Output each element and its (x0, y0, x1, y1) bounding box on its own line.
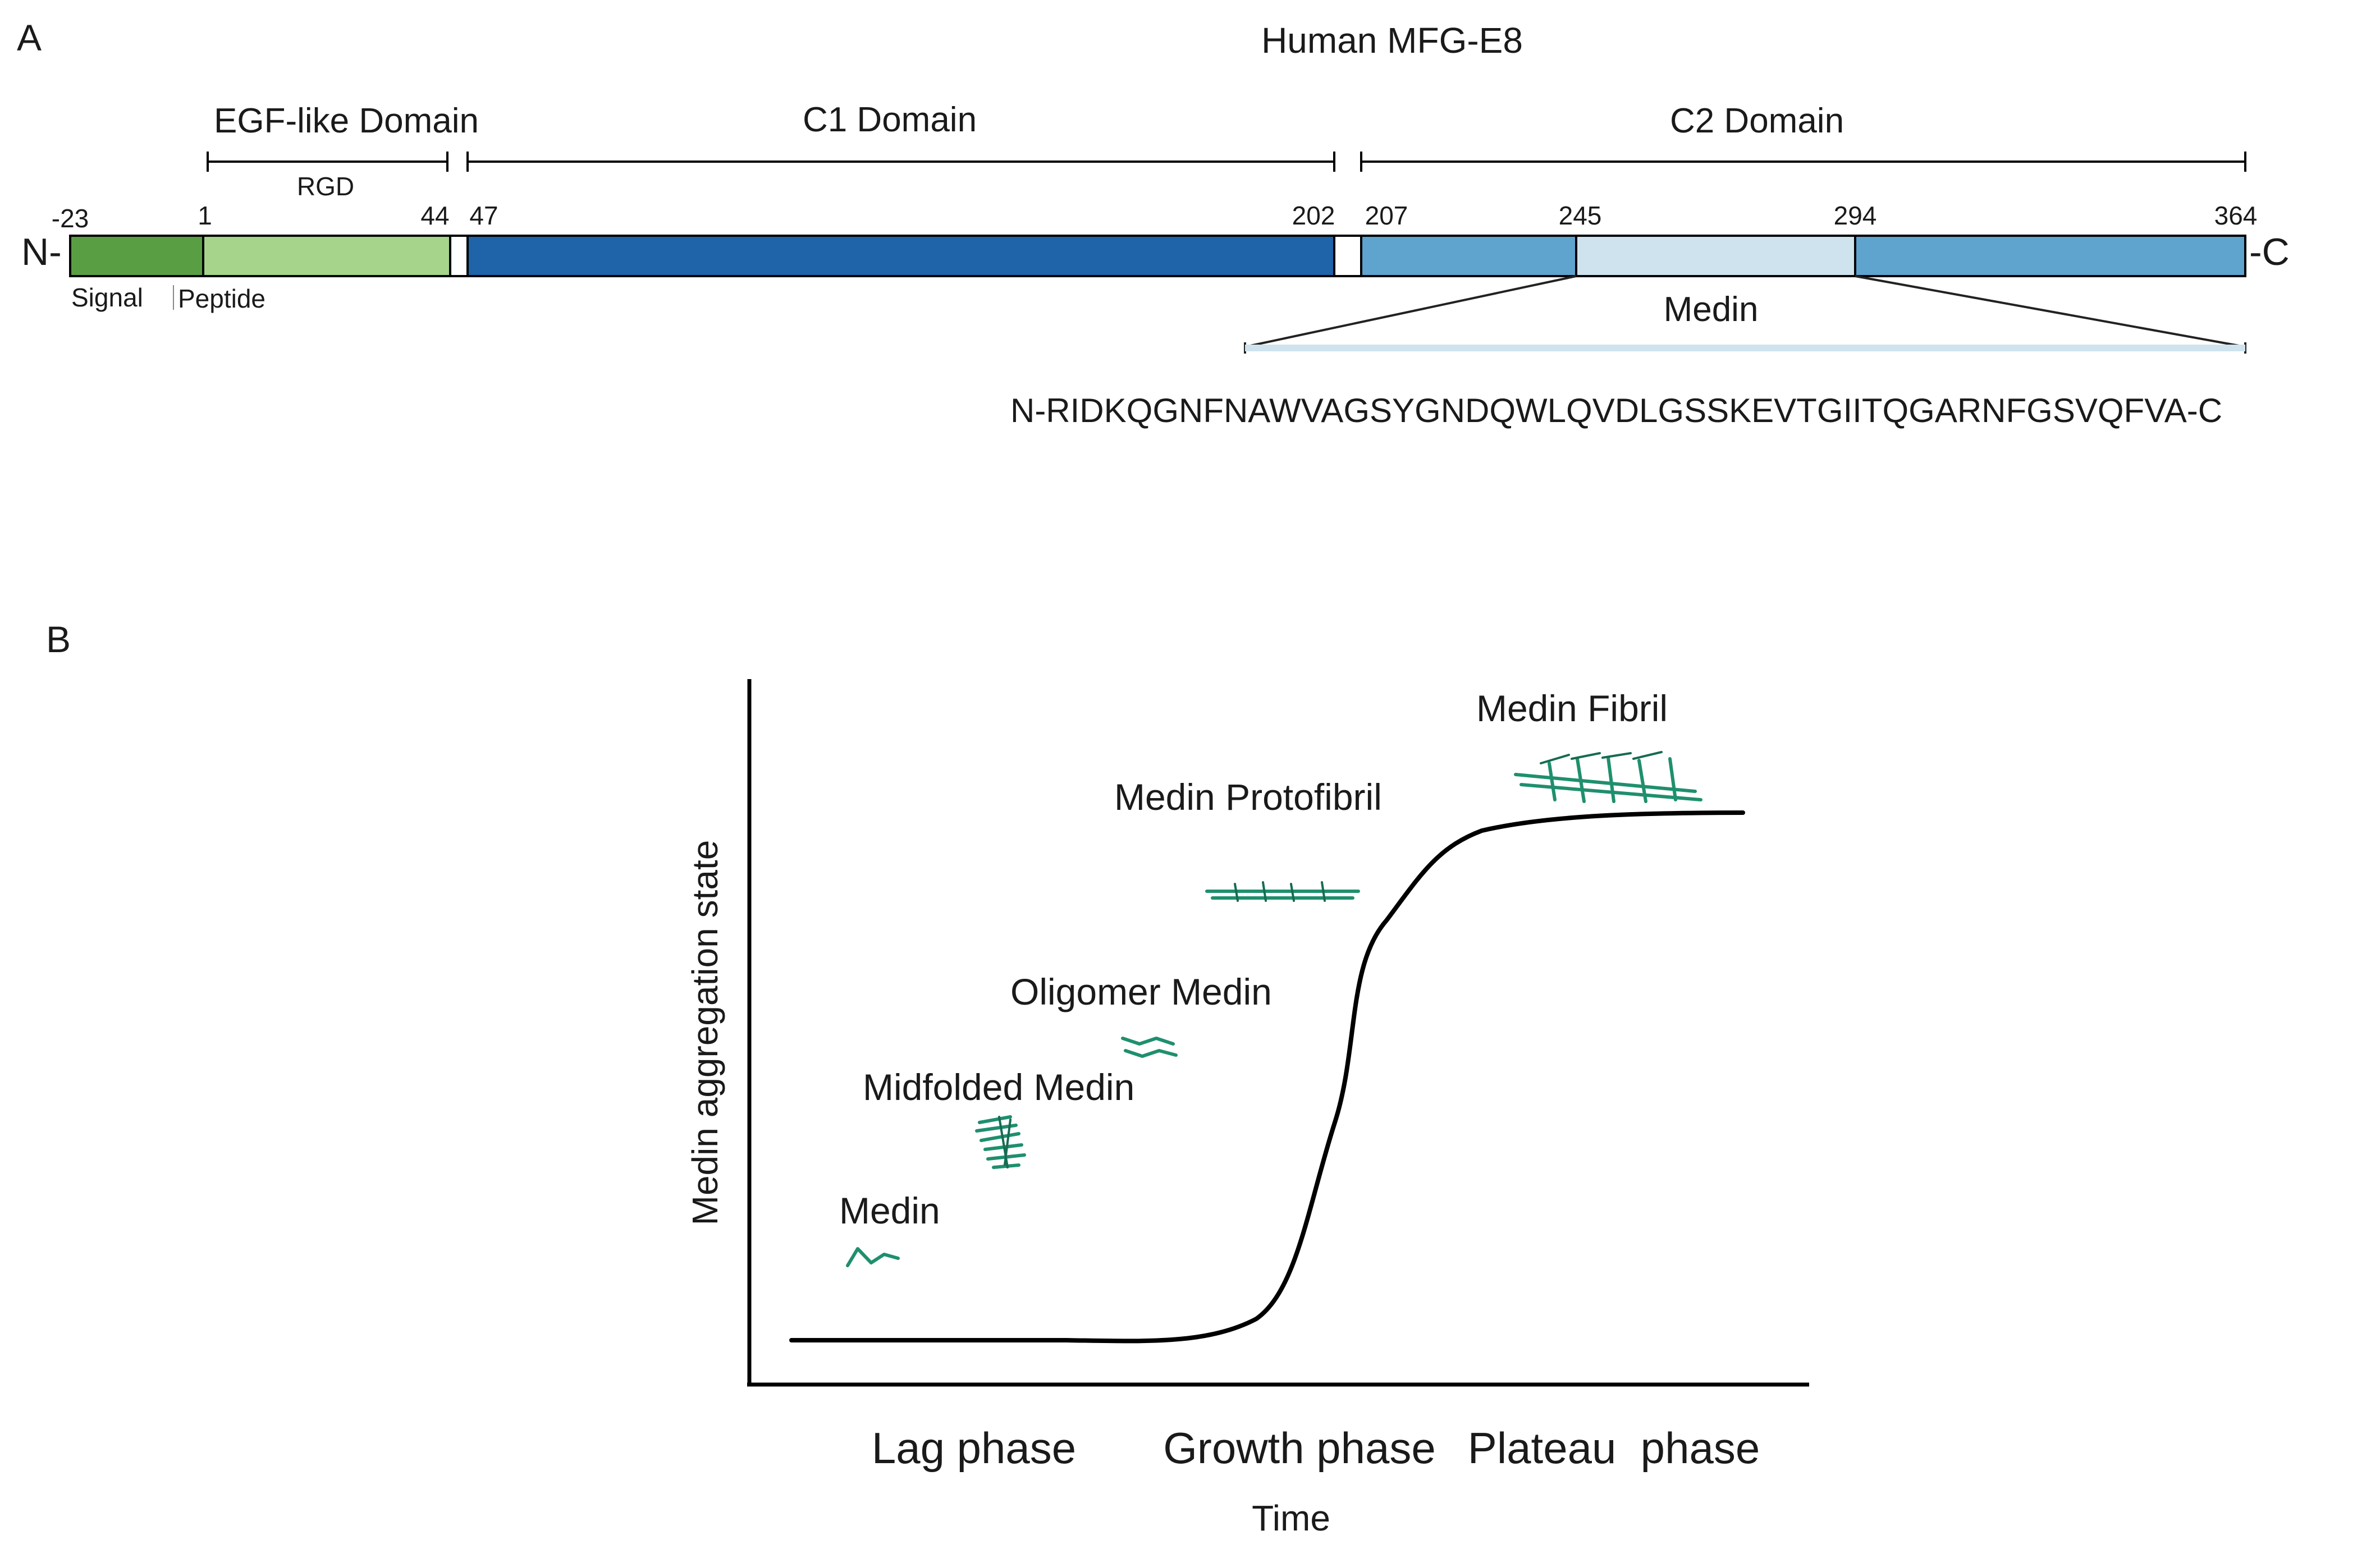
stage-medin: Medin (839, 1190, 940, 1231)
c1-segment (466, 235, 1335, 277)
midfolded-medin-icon (975, 1115, 1026, 1169)
c2-segment-left (1360, 235, 1577, 277)
pos-207: 207 (1365, 201, 1408, 230)
aggregation-curve (789, 810, 1745, 1344)
signal-label: Signal (71, 283, 143, 312)
medin-segment (1575, 235, 1856, 277)
panel-b-label: B (46, 618, 71, 660)
stage-fibril: Medin Fibril (1476, 688, 1668, 729)
y-axis-title: Medin aggregation state (685, 840, 725, 1226)
egf-bracket (207, 152, 448, 172)
n-terminus: N- (21, 231, 62, 273)
phase-lag: Lag phase (872, 1423, 1076, 1473)
protein-bar (69, 235, 2246, 277)
stage-midfolded: Midfolded Medin (863, 1066, 1134, 1108)
stage-oligomer: Oligomer Medin (1010, 971, 1272, 1012)
chart-axes (747, 679, 1809, 1387)
pos-294: 294 (1834, 201, 1877, 230)
pos-47: 47 (469, 201, 498, 230)
pos-245: 245 (1559, 201, 1602, 230)
signal-peptide-segment (69, 235, 204, 277)
x-axis-title: Time (1252, 1498, 1330, 1538)
c1-domain-label: C1 Domain (803, 100, 977, 139)
phase-plateau: Plateau phase (1468, 1423, 1760, 1473)
c-terminus: -C (2249, 231, 2290, 273)
c2-domain-label: C2 Domain (1670, 102, 1844, 140)
medin-zoom-lines (1244, 275, 2246, 354)
egf-segment (202, 235, 451, 277)
c2-segment-right (1854, 235, 2246, 277)
c2-bracket (1360, 152, 2246, 172)
panel-a-label: A (17, 17, 42, 58)
medin-monomer-icon (846, 1247, 900, 1267)
medin-label: Medin (1664, 290, 1759, 329)
medin-sequence: N-RIDKQGNFNAWVAGSYGNDQWLQVDLGSSKEVTGIITQ… (1010, 392, 2222, 429)
protofibril-icon (1205, 881, 1360, 902)
pos-44: 44 (420, 201, 449, 230)
linker-segment-1 (449, 235, 469, 277)
fibril-icon (1514, 751, 1702, 803)
phase-growth: Growth phase (1163, 1423, 1436, 1473)
stage-protofibril: Medin Protofibril (1114, 776, 1382, 818)
linker-segment-2 (1333, 235, 1362, 277)
pos-202: 202 (1292, 201, 1335, 230)
c1-bracket (466, 152, 1335, 172)
pos-1: 1 (198, 201, 212, 230)
pos-minus23: -23 (52, 204, 89, 233)
egf-domain-label: EGF-like Domain (214, 102, 479, 140)
protein-title: Human MFG-E8 (1261, 20, 1523, 61)
oligomer-medin-icon (1121, 1037, 1178, 1058)
rgd-label: RGD (297, 172, 354, 201)
pos-364: 364 (2214, 201, 2258, 230)
peptide-label: Peptide (178, 284, 266, 313)
